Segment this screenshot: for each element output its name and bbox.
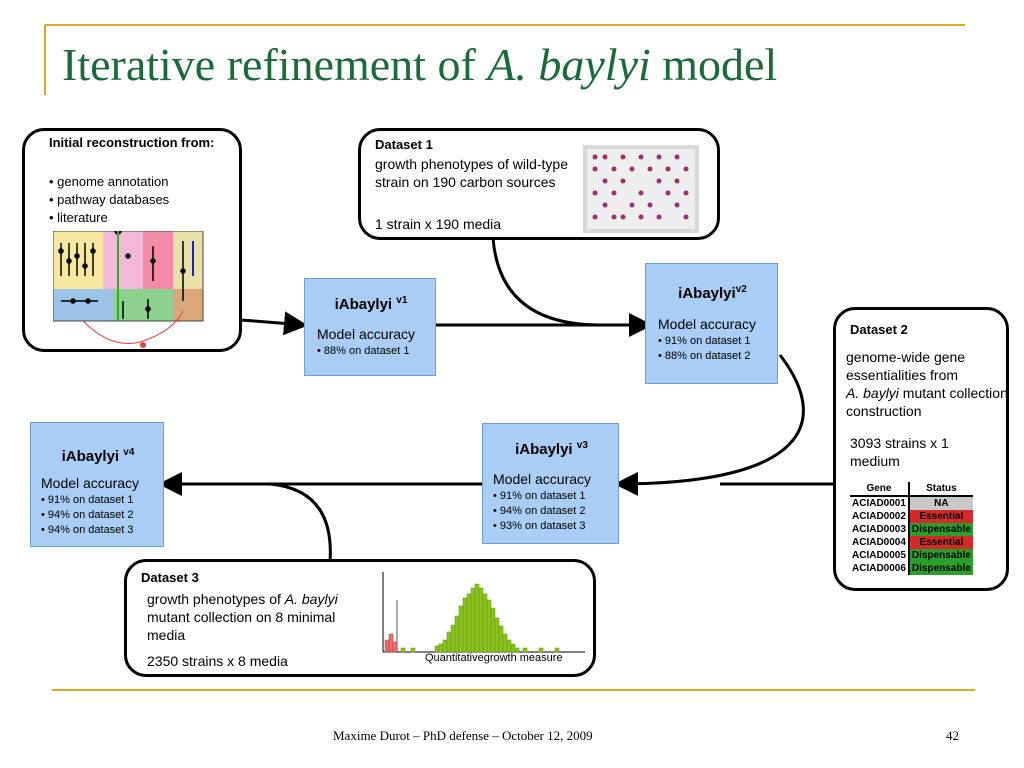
accuracy-item: • 91% on dataset 1: [658, 335, 751, 347]
dataset2-count: 3093 strains x 1 medium: [850, 435, 949, 469]
status-header: Status: [907, 482, 973, 497]
histogram-axis-label: Quantitativegrowth measure: [425, 652, 563, 664]
gene-header: Gene: [850, 482, 909, 497]
page-number: 42: [946, 728, 959, 743]
arrow-v2-to-v3: [614, 354, 805, 496]
accuracy-item: • 88% on dataset 2: [658, 350, 751, 362]
dataset1-count: 1 strain x 190 media: [375, 216, 502, 232]
model-v2-box: iAbaylyiv2 Model accuracy • 91% on datas…: [645, 263, 778, 384]
growth-histogram: [382, 572, 585, 653]
accuracy-item: • 94% on dataset 2: [41, 509, 134, 521]
accuracy-item: • 94% on dataset 2: [493, 505, 586, 517]
model-v4-title: iAbaylyi v4: [61, 447, 135, 465]
gene-cell: ACIAD0004: [852, 537, 906, 548]
accuracy-item: • 88% on dataset 1: [317, 345, 410, 357]
dataset3-box: Dataset 3 growth phenotypes of A. baylyi…: [124, 559, 596, 677]
gene-cell: ACIAD0003: [852, 524, 906, 535]
model-v4-accuracy: Model accuracy: [41, 475, 140, 491]
dataset1-desc: growth phenotypes of wild-type strain on…: [375, 156, 568, 190]
model-v2-accuracy: Model accuracy: [658, 316, 757, 332]
status-cell: Dispensable: [907, 549, 973, 562]
gene-cell: ACIAD0002: [852, 511, 906, 522]
model-v1-title: iAbaylyi v1: [334, 295, 408, 313]
table-row: ACIAD0004 Essential: [850, 536, 973, 549]
model-v3-title: iAbaylyi v3: [515, 440, 588, 458]
model-v1-box: iAbaylyi v1 Model accuracy • 88% on data…: [304, 278, 436, 376]
model-v3-box: iAbaylyi v3 Model accuracy • 91% on data…: [482, 423, 619, 544]
status-cell: NA: [907, 496, 973, 510]
status-cell: Dispensable: [907, 523, 973, 536]
gene-status-table: Gene Status ACIAD0001 NA ACIAD0002 Essen…: [850, 482, 973, 575]
initial-heading: Initial reconstruction from:: [49, 135, 215, 150]
initial-item: • genome annotation: [49, 174, 169, 189]
model-v2-list: • 91% on dataset 1 • 88% on dataset 2: [658, 334, 751, 364]
connector-dataset1: [491, 237, 601, 327]
status-cell: Essential: [907, 510, 973, 523]
initial-reconstruction-box: Initial reconstruction from: • genome an…: [22, 128, 242, 352]
dataset3-count: 2350 strains x 8 media: [147, 653, 288, 669]
metabolic-network-image: [53, 231, 204, 348]
gene-cell: ACIAD0006: [852, 563, 906, 574]
status-cell: Essential: [907, 536, 973, 549]
accuracy-item: • 94% on dataset 3: [41, 524, 134, 536]
table-row: ACIAD0002 Essential: [850, 510, 973, 523]
accuracy-item: • 91% on dataset 1: [493, 490, 586, 502]
gene-cell: ACIAD0005: [852, 550, 906, 561]
model-v3-list: • 91% on dataset 1 • 94% on dataset 2 • …: [493, 489, 586, 534]
plate-image: [583, 145, 699, 233]
initial-item: • pathway databases: [49, 192, 170, 207]
model-v4-box: iAbaylyi v4 Model accuracy • 91% on data…: [30, 422, 164, 547]
dataset3-desc: growth phenotypes of A. baylyi mutant co…: [147, 591, 338, 643]
table-row: ACIAD0006 Dispensable: [850, 562, 973, 575]
arrow-initial-to-v1: [239, 311, 308, 336]
model-v3-accuracy: Model accuracy: [493, 471, 592, 487]
dataset2-box: Dataset 2 genome-wide gene essentialitie…: [833, 307, 1009, 591]
connector-dataset3: [269, 482, 332, 563]
table-row: ACIAD0001 NA: [850, 496, 973, 510]
accuracy-item: • 91% on dataset 1: [41, 494, 134, 506]
dataset1-label: Dataset 1: [375, 137, 433, 152]
dataset2-label: Dataset 2: [850, 322, 908, 337]
table-row: ACIAD0005 Dispensable: [850, 549, 973, 562]
initial-list: • genome annotation • pathway databases …: [49, 173, 169, 227]
initial-item: • literature: [49, 210, 108, 225]
slide-footer: Maxime Durot – PhD defense – October 12,…: [333, 728, 593, 743]
model-v2-title: iAbaylyiv2: [678, 284, 747, 302]
dataset1-box: Dataset 1 growth phenotypes of wild-type…: [358, 128, 720, 240]
dataset3-label: Dataset 3: [141, 570, 199, 585]
model-v1-accuracy: Model accuracy: [317, 326, 416, 342]
model-v4-list: • 91% on dataset 1 • 94% on dataset 2 • …: [41, 493, 134, 538]
accuracy-item: • 93% on dataset 3: [493, 520, 586, 532]
gene-cell: ACIAD0001: [852, 498, 906, 509]
slide-title: Iterative refinement of A. baylyi model: [62, 39, 778, 90]
table-row: ACIAD0003 Dispensable: [850, 523, 973, 536]
status-cell: Dispensable: [907, 562, 973, 575]
model-v1-list: • 88% on dataset 1: [317, 344, 410, 359]
